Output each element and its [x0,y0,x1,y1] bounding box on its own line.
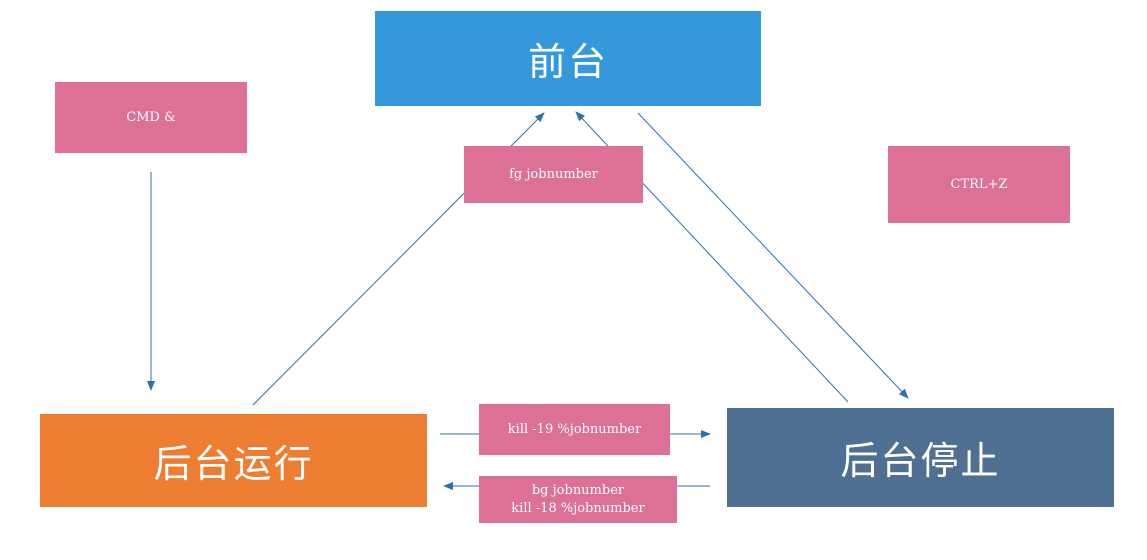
foreground-state-box: 前台 [375,11,761,106]
background-running-state-label: 后台运行 [153,442,314,486]
ctrl-z-label: CTRL+Z [950,176,1008,192]
kill-19-label: kill -19 %jobnumber [507,421,642,437]
cmd-ampersand-label: CMD & [126,109,176,125]
ctrl-z-label-box: CTRL+Z [888,146,1070,223]
fg-jobnumber-label: fg jobnumber [509,166,598,182]
fg-jobnumber-label-box: fg jobnumber [464,146,643,203]
background-stopped-state-label: 后台停止 [840,439,1001,483]
background-stopped-state-box: 后台停止 [727,408,1114,507]
kill-19-label-box: kill -19 %jobnumber [479,404,670,455]
cmd-ampersand-label-box: CMD & [55,82,247,153]
arrow-foreground-to-background-stopped [637,112,909,399]
kill-18-label: kill -18 %jobnumber [511,500,645,516]
foreground-state-label: 前台 [527,40,608,84]
bg-jobnumber-label: bg jobnumber [531,482,625,498]
background-running-state-box: 后台运行 [40,414,427,507]
bg-kill-18-label-box: bg jobnumber kill -18 %jobnumber [479,476,677,523]
